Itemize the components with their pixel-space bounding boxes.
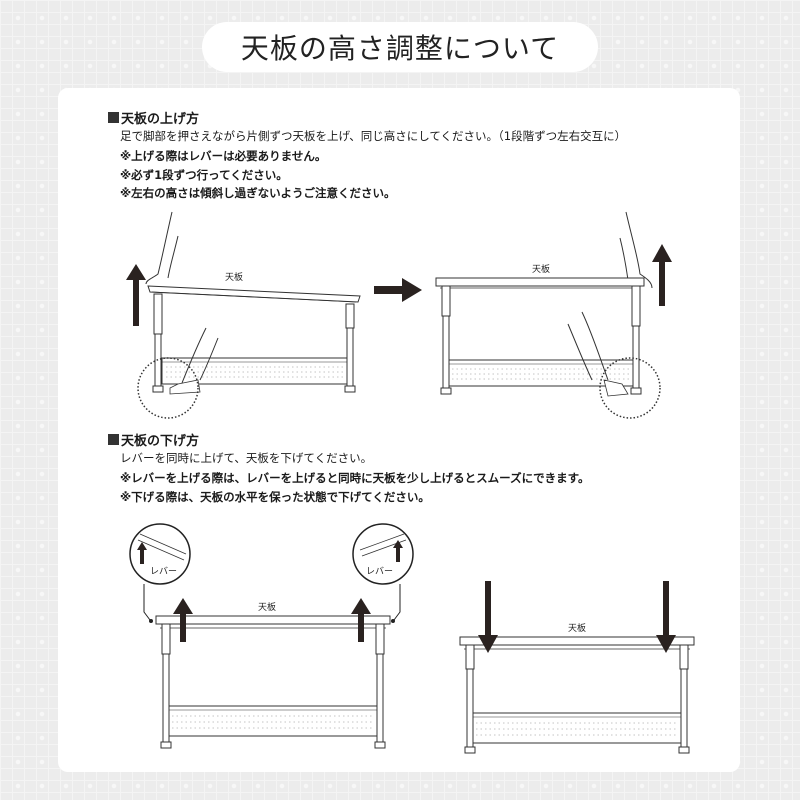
raise-diagram-left: 天板 — [126, 211, 361, 419]
lower-heading-text: 天板の下げ方 — [121, 434, 200, 449]
lever-label: レバー — [150, 566, 177, 577]
tabletop-label: 天板 — [258, 601, 276, 613]
tabletop-label: 天板 — [225, 271, 243, 283]
raise-note-line: ※必ず1段ずつ行ってください。 — [120, 168, 288, 182]
raise-heading-text: 天板の上げ方 — [121, 112, 200, 127]
raise-section-heading: 天板の上げ方 — [108, 108, 199, 127]
lever-callout-left: レバー — [129, 523, 191, 623]
up-arrow-icon — [173, 598, 193, 642]
right-arrow-icon — [374, 278, 422, 302]
up-arrow-icon — [126, 264, 146, 326]
lower-note-line: ※下げる際は、天板の水平を保った状態で下げてください。 — [120, 490, 430, 504]
square-bullet-icon — [108, 112, 119, 123]
lever-callout-right: レバー — [352, 523, 414, 623]
lower-note-line: ※レバーを上げる際は、レバーを上げると同時に天板を少し上げるとスムーズにできます… — [120, 471, 590, 485]
page-title: 天板の高さ調整について — [240, 32, 560, 65]
tabletop-label: 天板 — [532, 263, 550, 275]
content-panel: 天板の上げ方 足で脚部を押さえながら片側ずつ天板を上げ、同じ高さにしてください。… — [58, 88, 740, 772]
down-arrow-icon — [656, 581, 676, 653]
down-arrow-icon — [478, 581, 498, 653]
title-pill: 天板の高さ調整について — [202, 22, 598, 72]
lower-section-heading: 天板の下げ方 — [108, 430, 199, 449]
up-arrow-icon — [652, 244, 672, 306]
lower-diagram-right: 天板 — [459, 581, 695, 754]
lever-label: レバー — [366, 566, 393, 577]
raise-note-line: ※左右の高さは傾斜し過ぎないようご注意ください。 — [120, 186, 396, 200]
lower-diagram-left: レバー レバー 天板 — [129, 523, 414, 749]
raise-instruction-line: 足で脚部を押さえながら片側ずつ天板を上げ、同じ高さにしてください。（1段階ずつ左… — [120, 129, 627, 143]
square-bullet-icon — [108, 434, 119, 445]
tabletop-label: 天板 — [568, 622, 586, 634]
lower-instruction-line: レバーを同時に上げて、天板を下げてください。 — [120, 451, 373, 465]
raise-note-line: ※上げる際はレバーは必要ありません。 — [120, 149, 327, 163]
raise-diagram-right: 天板 — [435, 211, 672, 419]
up-arrow-icon — [351, 598, 371, 642]
